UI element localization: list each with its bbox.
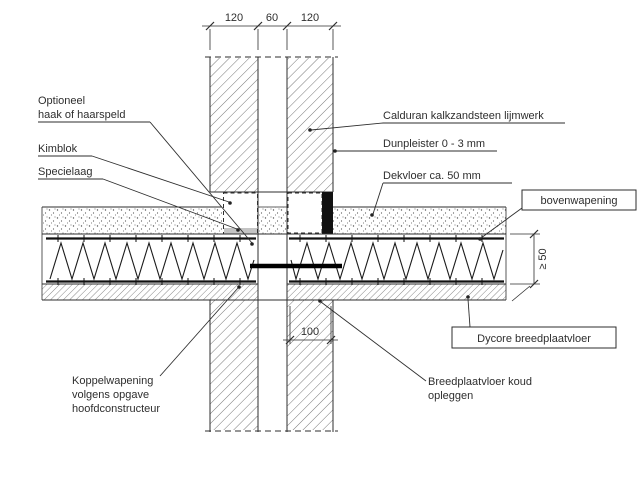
label-bovenwapening: bovenwapening (478, 189, 637, 241)
leader-dot (308, 128, 312, 132)
label-dekvloer-text: Dekvloer ca. 50 mm (383, 170, 481, 182)
dimension-value-min-thickness: ≥ 50 (537, 248, 549, 269)
leader-line (102, 178, 238, 230)
leader-dot (478, 237, 482, 241)
label-optioneel-line1: Optioneel (38, 95, 85, 107)
bearing-dimension: 100 (283, 306, 338, 345)
leader-line (372, 182, 384, 215)
label-optioneel-line2: haak of haarspeld (38, 109, 125, 121)
reinforcement-cross-ticks (57, 235, 483, 285)
dimension-tick (529, 229, 539, 239)
dimension-value-left-leaf: 120 (225, 12, 243, 24)
label-dycore-text: Dycore breedplaatvloer (477, 333, 591, 345)
kimblok-block (223, 192, 258, 234)
dimension-value-right-leaf: 120 (301, 12, 319, 24)
leader-dot (466, 295, 470, 299)
dimension-value-cavity: 60 (266, 12, 278, 24)
leader-line (159, 287, 239, 377)
label-specielaag: Specielaag (38, 166, 240, 232)
lattice-girder-left (49, 241, 255, 281)
label-koppelwapening-line2: volgens opgave (72, 389, 149, 401)
leader-dot (237, 285, 241, 289)
label-breedplaatvloer-line1: Breedplaatvloer koud (428, 376, 532, 388)
label-koppelwapening-line3: hoofdconstructeur (72, 403, 160, 415)
leader-dot (333, 149, 337, 153)
upper-wall-right-leaf (287, 58, 333, 192)
leader-line (310, 122, 384, 131)
leader-dot (370, 213, 374, 217)
dimension-tick (529, 279, 539, 289)
dimension-tick (282, 21, 292, 31)
outer-leaf-base-block (287, 192, 323, 234)
label-box (451, 326, 617, 349)
label-calduran: Calduran kalkzandsteen lijmwerk (308, 110, 565, 132)
label-koppelwapening-line1: Koppelwapening (72, 375, 153, 387)
leader-dot (228, 201, 232, 205)
upper-wall-section (205, 56, 338, 432)
label-breedplaatvloer: Breedplaatvloer koud opleggen (318, 299, 532, 402)
dimension-tick (326, 335, 336, 345)
top-dimension: 120 60 120 (202, 12, 341, 50)
label-kimblok: Kimblok (38, 143, 232, 205)
specielaag-layer (224, 228, 257, 234)
label-specielaag-text: Specielaag (38, 166, 92, 178)
leader-dot (250, 242, 254, 246)
label-dekvloer: Dekvloer ca. 50 mm (370, 170, 512, 217)
screed-right (333, 207, 506, 234)
screed-joint (258, 207, 287, 234)
label-dycore: Dycore breedplaatvloer (451, 295, 617, 349)
reinforcement (46, 235, 504, 285)
floor-section (41, 206, 507, 301)
label-dunpleister: Dunpleister 0 - 3 mm (333, 138, 497, 153)
bearing-strip (322, 192, 333, 234)
lower-wall-right-leaf (287, 300, 333, 430)
leader-line (149, 121, 253, 244)
screed-left (42, 207, 222, 234)
label-koppelwapening: Koppelwapening volgens opgave hoofdconst… (72, 285, 241, 415)
plank-right (287, 284, 506, 300)
label-bovenwapening-text: bovenwapening (540, 195, 617, 207)
label-optioneel: Optioneel haak of haarspeld (38, 95, 254, 246)
lattice-girder-right (290, 241, 504, 282)
extension-leader (511, 285, 531, 302)
dimension-tick (285, 335, 295, 345)
slab-thickness-dimension: ≥ 50 (510, 229, 549, 302)
leader-dot (318, 299, 322, 303)
leader-line (480, 207, 523, 239)
dimension-tick (205, 21, 215, 31)
leader-line (320, 301, 427, 382)
upper-wall-left-leaf (210, 58, 258, 192)
dimension-value-bearing: 100 (301, 326, 319, 338)
leader-line (91, 155, 230, 203)
lower-wall-left-leaf (210, 300, 258, 430)
label-breedplaatvloer-line2: opleggen (428, 390, 473, 402)
leader-line (467, 298, 471, 328)
dimension-tick (328, 21, 338, 31)
label-kimblok-text: Kimblok (38, 143, 78, 155)
lower-wall-section (205, 300, 338, 432)
plank-left (42, 284, 258, 300)
label-box (521, 189, 637, 211)
label-calduran-text: Calduran kalkzandsteen lijmwerk (383, 110, 544, 122)
label-dunpleister-text: Dunpleister 0 - 3 mm (383, 138, 485, 150)
leader-dot (236, 228, 240, 232)
dimension-tick (253, 21, 263, 31)
